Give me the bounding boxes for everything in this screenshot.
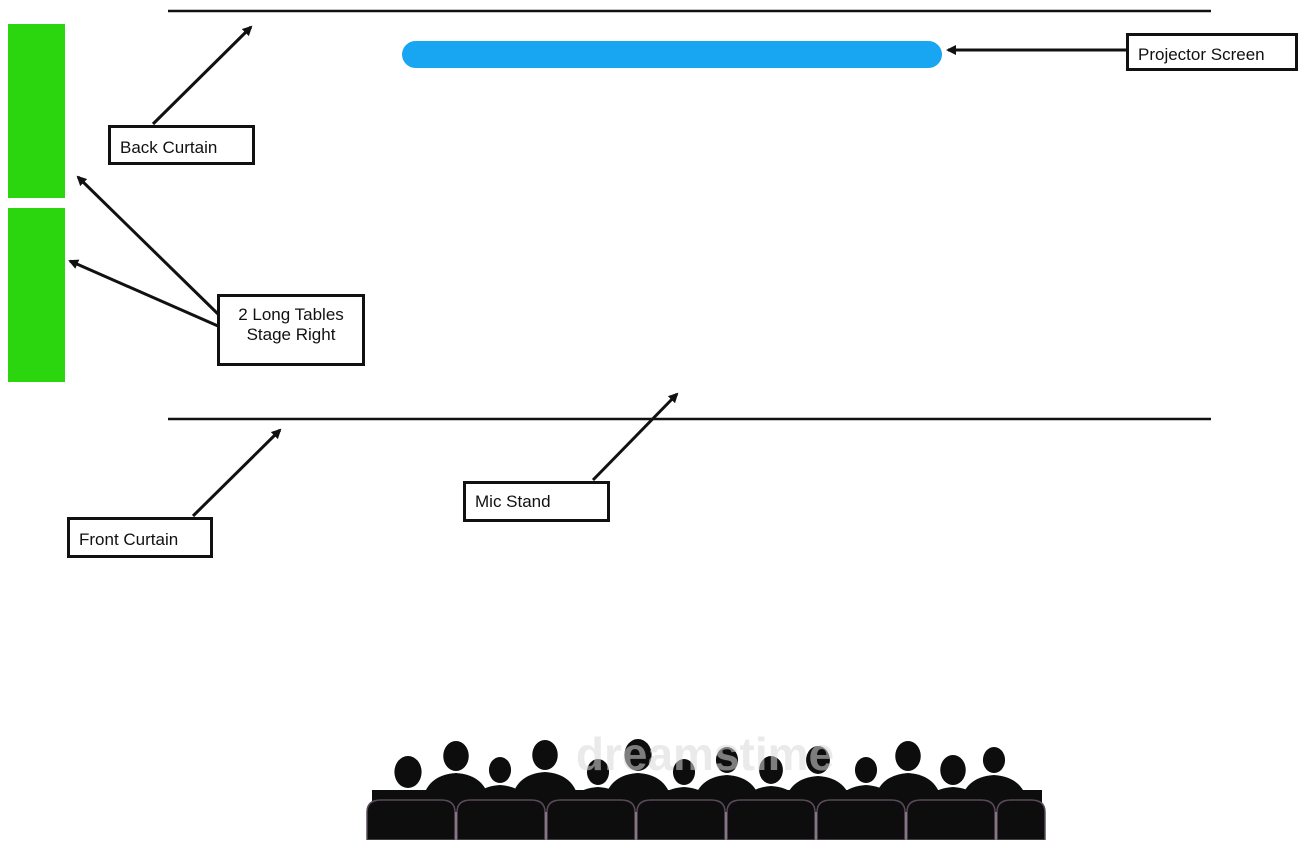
seat-back: [726, 799, 816, 841]
person-head: [854, 757, 878, 783]
seat-back: [996, 799, 1046, 841]
person-head: [806, 746, 830, 774]
person-head: [715, 747, 739, 773]
person-head: [672, 759, 696, 785]
seat-back: [816, 799, 906, 841]
arrow-back-curtain: [151, 25, 253, 126]
seat-back: [456, 799, 546, 841]
mic-stand-label: Mic Stand: [463, 481, 610, 522]
projector-screen-label: Projector Screen: [1126, 33, 1298, 71]
arrow-front-curtain: [191, 428, 282, 518]
person-head: [488, 757, 512, 783]
long-table-1: [8, 24, 65, 198]
seat-back: [366, 799, 456, 841]
audience-silhouette: dreamstime: [366, 728, 1046, 841]
person-head: [982, 747, 1006, 773]
seat-back: [546, 799, 636, 841]
watermark-text: dreamstime: [576, 728, 834, 780]
person-head: [394, 756, 422, 788]
long-table-2: [8, 208, 65, 382]
person-head: [586, 759, 610, 785]
person-head: [624, 739, 652, 771]
person-head: [532, 740, 558, 770]
back-curtain-label: Back Curtain: [108, 125, 255, 165]
projector-screen: [402, 41, 942, 68]
arrow-mic-stand: [591, 392, 679, 482]
person-head: [443, 741, 469, 771]
person-head: [940, 755, 966, 785]
arrow-table-1: [76, 175, 220, 316]
front-curtain-label: Front Curtain: [67, 517, 213, 558]
arrow-table-2: [68, 259, 219, 328]
seat-back: [636, 799, 726, 841]
seat-back: [906, 799, 996, 841]
long-tables-label: 2 Long Tables Stage Right: [217, 294, 365, 366]
person-head: [895, 741, 921, 771]
person-head: [759, 756, 783, 784]
